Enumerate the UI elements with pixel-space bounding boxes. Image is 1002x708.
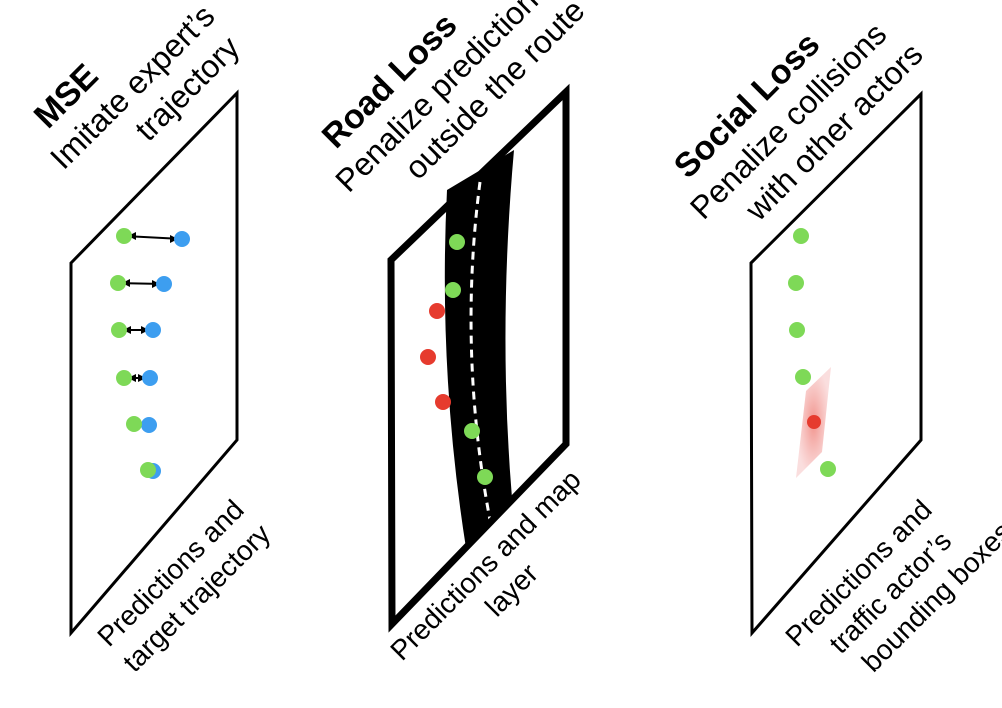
target-point: [156, 276, 172, 292]
prediction-point: [111, 322, 127, 338]
target-point: [145, 322, 161, 338]
road-prediction-points: [445, 234, 493, 485]
prediction-point: [464, 423, 480, 439]
panel-road: Road Loss Penalize predictions outside t…: [315, 0, 592, 666]
mse-title-block: MSE Imitate expert’s trajectory: [27, 0, 247, 176]
social-prediction-points: [788, 228, 836, 477]
road-plane: [387, 83, 570, 633]
target-point: [141, 417, 157, 433]
prediction-point: [788, 275, 804, 291]
mse-error-lines: [117, 235, 183, 379]
collision-point: [807, 415, 821, 429]
off-road-point: [429, 303, 445, 319]
prediction-point: [116, 370, 132, 386]
social-plane: [749, 90, 923, 637]
prediction-point: [140, 462, 156, 478]
prediction-point: [477, 469, 493, 485]
panel-mse: MSE Imitate expert’s trajectory Predicti…: [27, 0, 276, 678]
road-surface: [444, 150, 514, 548]
mse-target-points: [141, 231, 190, 479]
prediction-point: [116, 228, 132, 244]
mse-plane: [69, 89, 239, 638]
mse-arrowheads: [122, 232, 178, 382]
prediction-point: [445, 282, 461, 298]
mse-prediction-points: [110, 228, 156, 478]
off-road-point: [435, 394, 451, 410]
prediction-point: [793, 228, 809, 244]
prediction-point: [795, 369, 811, 385]
panel-social: Social Loss Penalize collisions with oth…: [667, 16, 1002, 678]
prediction-point: [110, 275, 126, 291]
target-point: [174, 231, 190, 247]
prediction-point: [820, 461, 836, 477]
target-point: [142, 370, 158, 386]
road-violation-points: [420, 303, 451, 410]
social-caption-block: Predictions and traffic actor’s bounding…: [779, 494, 1002, 678]
prediction-point: [126, 416, 142, 432]
prediction-point: [789, 322, 805, 338]
prediction-point: [449, 234, 465, 250]
mse-caption-block: Predictions and target trajectory: [91, 494, 276, 678]
off-road-point: [420, 349, 436, 365]
